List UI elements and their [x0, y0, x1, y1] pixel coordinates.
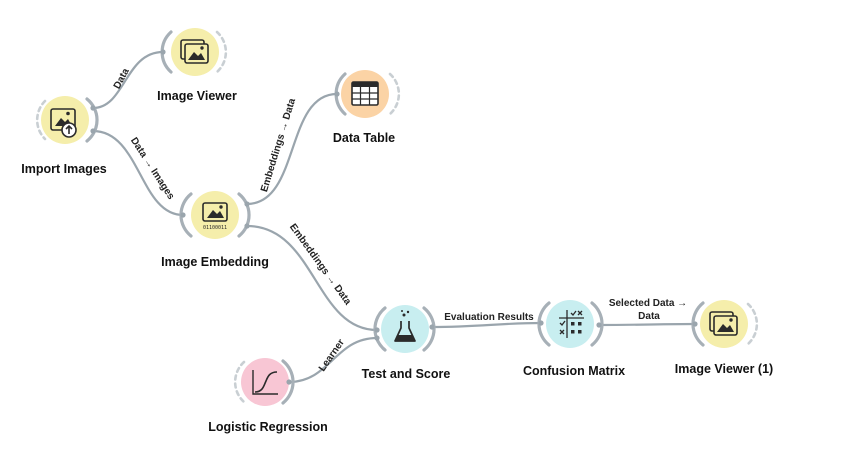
node-image-viewer-1[interactable]: Image Viewer (1): [675, 300, 773, 376]
node-label: Data Table: [333, 131, 395, 145]
link-label-data: Data: [112, 66, 132, 91]
import-images-icon: [50, 108, 77, 138]
link-embedding-to-test[interactable]: Embeddings → Data: [245, 222, 379, 332]
node-label: Test and Score: [362, 367, 451, 381]
link-import-to-viewer[interactable]: Data: [91, 50, 165, 110]
link-label-selected-data: Selected Data →: [609, 298, 687, 309]
link-label-evaluation-results: Evaluation Results: [444, 312, 534, 323]
link-test-to-matrix[interactable]: Evaluation Results: [430, 312, 543, 329]
image-viewer-icon: [709, 311, 738, 336]
flask-icon: [394, 310, 416, 342]
logistic-curve-icon: [252, 370, 278, 395]
node-label: Image Viewer: [157, 89, 237, 103]
node-image-viewer[interactable]: Image Viewer: [157, 28, 237, 103]
node-logistic-regression[interactable]: Logistic Regression: [208, 358, 328, 434]
node-label: Image Embedding: [161, 255, 269, 269]
node-test-and-score[interactable]: Test and Score: [362, 305, 451, 381]
node-confusion-matrix[interactable]: Confusion Matrix: [523, 300, 625, 378]
node-import-images[interactable]: Import Images: [21, 96, 107, 176]
data-table-icon: [351, 81, 379, 106]
node-circle: [41, 96, 89, 144]
link-matrix-to-viewer[interactable]: Selected Data → Data: [597, 298, 697, 327]
link-label-data-images: Data → Images: [128, 136, 177, 202]
image-embedding-icon: 01100011: [202, 202, 228, 231]
node-data-table[interactable]: Data Table: [333, 70, 401, 145]
node-label: Import Images: [21, 162, 106, 176]
node-label: Logistic Regression: [208, 420, 327, 434]
node-image-embedding[interactable]: 01100011 Image Embedding: [161, 191, 269, 269]
image-viewer-icon: [180, 39, 209, 64]
node-label: Image Viewer (1): [675, 362, 773, 376]
node-label: Confusion Matrix: [523, 364, 625, 378]
link-label-embeddings-data-bottom: Embeddings → Data: [287, 222, 353, 307]
link-label-embeddings-data-top: Embeddings → Data: [259, 97, 298, 194]
link-embedding-to-table[interactable]: Embeddings → Data: [245, 92, 339, 206]
link-label-learner: Learner: [317, 337, 347, 373]
node-circle: [546, 300, 594, 348]
embedding-code: 01100011: [203, 225, 227, 231]
link-label-selected-data-target: Data: [638, 311, 660, 322]
confusion-matrix-icon: [559, 310, 584, 338]
node-circle: [381, 305, 429, 353]
